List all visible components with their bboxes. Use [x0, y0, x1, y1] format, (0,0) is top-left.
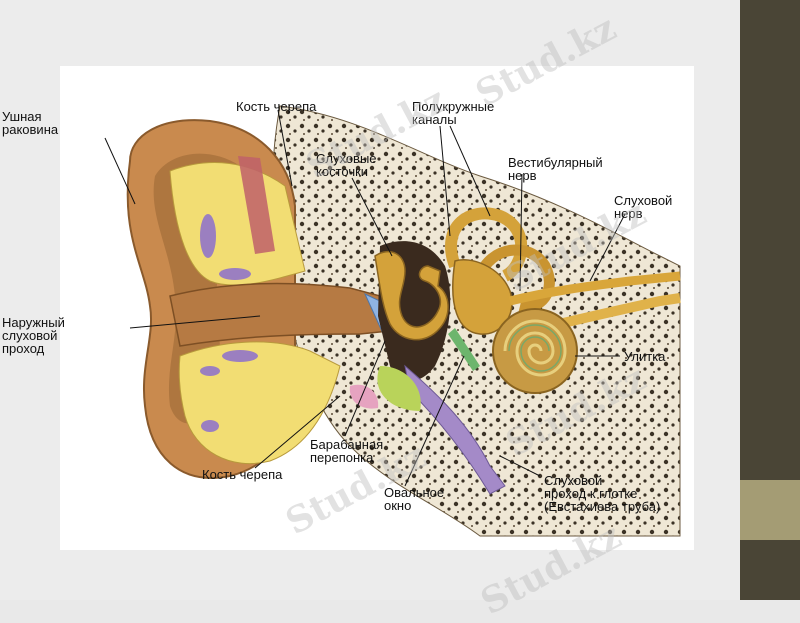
label-semicircular-canals: Полукружные каналы: [412, 99, 495, 127]
label-ossicles: Слуховые косточки: [316, 151, 377, 179]
green-structure: [377, 366, 421, 411]
label-vestibular-nerve: Вестибулярный нерв: [508, 155, 603, 183]
oval-window-shape: [448, 328, 480, 371]
label-cochlea: Улитка: [624, 349, 666, 364]
muscle-strip: [238, 156, 275, 254]
vessel: [200, 214, 216, 258]
ear-anatomy-drawing: [104, 105, 681, 537]
label-pinna: Ушная раковина: [2, 109, 59, 137]
semicircular-canal: [474, 244, 555, 313]
vestibular-nerve-shape: [508, 271, 681, 306]
cochlea-spiral: [503, 319, 567, 377]
ossicles-shape: [374, 250, 449, 341]
label-skull-bone-top: Кость черепа: [236, 99, 317, 114]
label-oval-window: Овальное окно: [384, 485, 445, 513]
vessel: [219, 268, 251, 280]
side-decoration-accent: [740, 480, 800, 540]
cochlea-spiral-inner: [508, 324, 562, 372]
pink-structure: [349, 384, 379, 409]
label-auditory-nerve: Слуховой нерв: [614, 193, 673, 221]
ear-anatomy-figure: Ушная раковина Кость черепа Слуховые кос…: [2, 66, 694, 550]
vessel: [200, 366, 220, 376]
label-skull-bone-bottom: Кость черепа: [202, 467, 283, 482]
pointer-lines: [104, 109, 626, 487]
label-eustachian-tube: Слуховой проход к глотке (Евстахиева тру…: [544, 473, 661, 514]
vessel: [222, 350, 258, 362]
vessel: [201, 420, 219, 432]
semicircular-canal: [445, 207, 528, 282]
label-eardrum: Барабанная перепонка: [310, 437, 384, 465]
label-ear-canal: Наружный слуховой проход: [2, 315, 65, 356]
